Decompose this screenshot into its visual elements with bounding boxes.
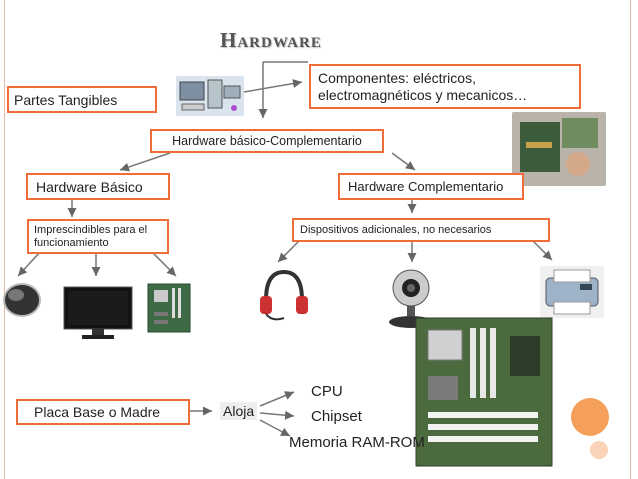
- computer-photo: [176, 76, 244, 116]
- componentes-box: Componentes: eléctricos, electromagnétic…: [309, 64, 581, 109]
- cpu-label: CPU: [311, 383, 343, 400]
- placa-base-label: Placa Base o Madre: [34, 404, 161, 420]
- decorative-circle-large: [571, 398, 609, 436]
- components-photo: [512, 112, 606, 186]
- placa-base-box: Placa Base o Madre: [16, 399, 190, 425]
- hardware-basico-box: Hardware Básico: [26, 173, 170, 200]
- imprescindibles-box: Imprescindibles para el funcionamiento: [27, 219, 169, 254]
- printer-icon: [540, 266, 604, 318]
- basico-complementario-label: Hardware básico-Complementario: [172, 134, 362, 148]
- hardware-complementario-box: Hardware Complementario: [338, 173, 524, 200]
- page-title: Hardware: [220, 28, 322, 52]
- motherboard-small-icon: [146, 282, 192, 334]
- partes-tangibles-label: Partes Tangibles: [14, 91, 118, 108]
- chipset-label: Chipset: [311, 408, 362, 425]
- basico-complementario-box: Hardware básico-Complementario: [150, 129, 384, 153]
- frame-right-line: [630, 0, 631, 479]
- mouse-icon: [0, 278, 48, 322]
- partes-tangibles-box: Partes Tangibles: [7, 86, 157, 113]
- monitor-icon: [62, 285, 134, 341]
- frame-left-line: [4, 0, 5, 479]
- headset-icon: [256, 266, 312, 324]
- hardware-basico-label: Hardware Básico: [36, 178, 143, 195]
- componentes-label: Componentes: eléctricos, electromagnétic…: [318, 69, 528, 103]
- decorative-circle-small: [590, 441, 608, 459]
- dispositivos-box: Dispositivos adicionales, no necesarios: [292, 218, 550, 242]
- dispositivos-label: Dispositivos adicionales, no necesarios: [300, 224, 492, 236]
- memoria-label: Memoria RAM-ROM: [289, 434, 425, 451]
- hardware-complementario-label: Hardware Complementario: [348, 179, 504, 194]
- aloja-label: Aloja: [220, 402, 258, 420]
- motherboard-large-icon: [414, 316, 554, 468]
- imprescindibles-label: Imprescindibles para el funcionamiento: [34, 223, 148, 249]
